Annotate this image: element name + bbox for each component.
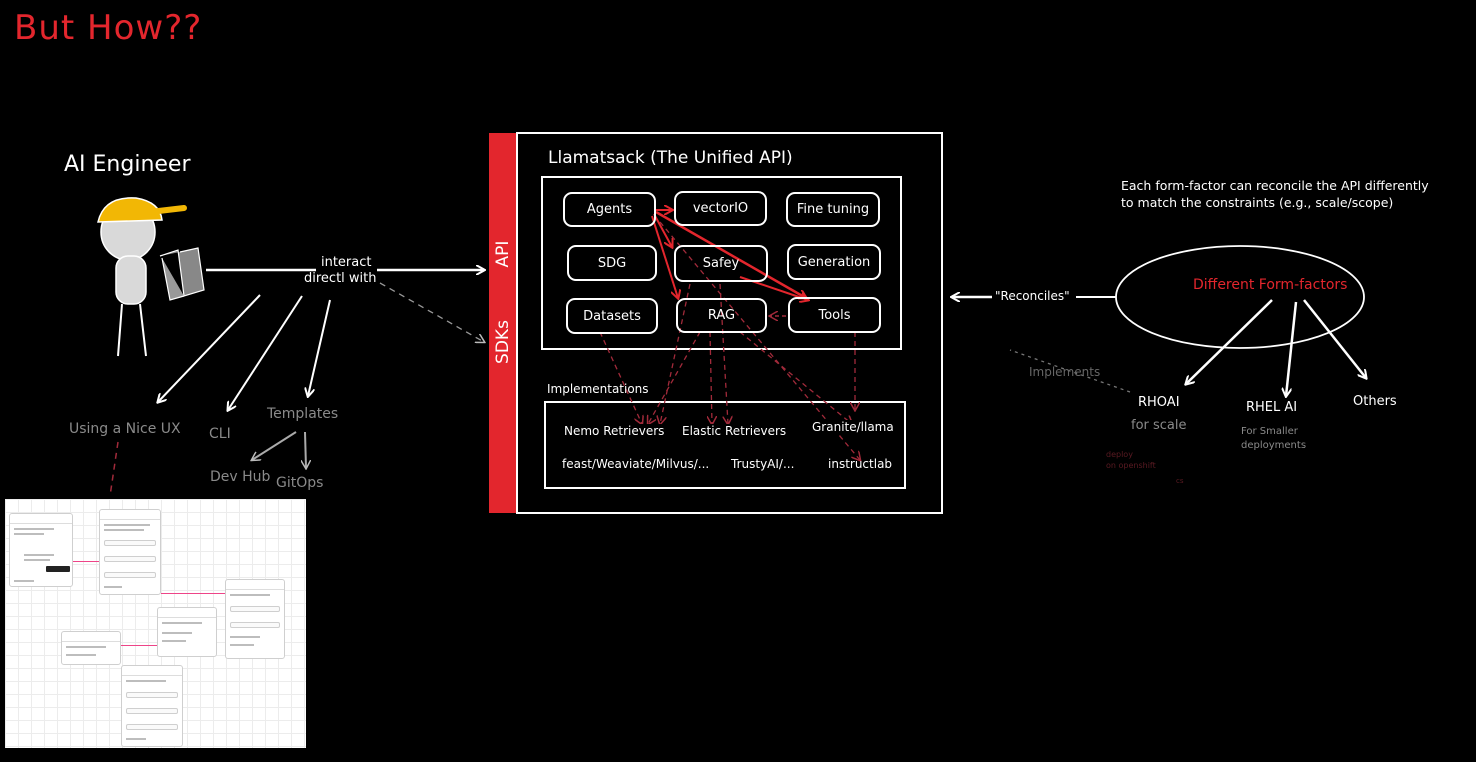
option-cli: CLI bbox=[209, 426, 231, 442]
stack-title: Llamatsack (The Unified API) bbox=[548, 148, 793, 168]
interact-label: interact directl with bbox=[304, 255, 377, 287]
impl-nemo-retrievers: Nemo Retrievers bbox=[564, 424, 665, 438]
option-nice-ux: Using a Nice UX bbox=[69, 421, 181, 437]
option-dev-hub: Dev Hub bbox=[210, 469, 271, 485]
ux-card bbox=[61, 631, 121, 665]
ux-card bbox=[157, 607, 217, 657]
page-title: But How?? bbox=[14, 8, 203, 48]
others-label: Others bbox=[1353, 394, 1397, 409]
api-grid-frame bbox=[541, 176, 902, 350]
api-node-sdg: SDG bbox=[567, 245, 657, 281]
llamastack-frame bbox=[516, 132, 943, 514]
rhelai-desc-line1: For Smaller bbox=[1241, 426, 1298, 437]
faint-note-line3: cs bbox=[1176, 477, 1184, 485]
option-templates: Templates bbox=[267, 406, 339, 422]
interact-label-line1: interact bbox=[320, 255, 372, 270]
ux-card bbox=[121, 665, 183, 747]
sdks-label: SDKs bbox=[493, 320, 513, 364]
impl-feast-weaviate-milvus: feast/Weaviate/Milvus/... bbox=[562, 457, 710, 471]
api-node-rag: RAG bbox=[676, 298, 767, 333]
rhelai-desc-line2: deployments bbox=[1241, 440, 1307, 451]
api-node-generation: Generation bbox=[787, 244, 881, 280]
form-factor-note-line2: to match the constraints (e.g., scale/sc… bbox=[1121, 195, 1394, 210]
rhoai-desc: for scale bbox=[1131, 418, 1187, 433]
api-node-fine-tuning: Fine tuning bbox=[786, 192, 880, 227]
ai-engineer-label: AI Engineer bbox=[64, 152, 191, 177]
nice-ux-screenshot bbox=[5, 499, 306, 748]
api-sdk-sidebar bbox=[489, 133, 517, 513]
form-factors-label: Different Form-factors bbox=[1193, 277, 1348, 293]
api-node-safety: Safey bbox=[674, 245, 768, 282]
ux-card bbox=[9, 513, 73, 587]
reconciles-label: "Reconciles" bbox=[995, 289, 1070, 303]
implements-label: Implements bbox=[1029, 365, 1101, 379]
faint-note-line2: on openshift bbox=[1106, 461, 1156, 470]
api-label: API bbox=[493, 240, 513, 268]
api-node-datasets: Datasets bbox=[566, 298, 658, 334]
api-node-tools: Tools bbox=[788, 297, 881, 333]
implementations-label: Implementations bbox=[547, 382, 649, 396]
implementations-frame bbox=[544, 401, 906, 489]
impl-trustyai: TrustyAI/... bbox=[731, 457, 795, 471]
rhoai-label: RHOAI bbox=[1138, 395, 1180, 410]
impl-granite-llama: Granite/llama bbox=[812, 420, 894, 434]
impl-elastic-retrievers: Elastic Retrievers bbox=[682, 424, 787, 438]
ux-card bbox=[99, 509, 161, 595]
ai-engineer-figure bbox=[97, 197, 205, 357]
rhelai-label: RHEL AI bbox=[1246, 400, 1298, 415]
faint-note-line1: deploy bbox=[1106, 450, 1133, 459]
impl-instructlab: instructlab bbox=[828, 457, 893, 471]
option-gitops: GitOps bbox=[276, 475, 324, 491]
api-node-vectorio: vectorIO bbox=[674, 191, 767, 226]
form-factor-note-line1: Each form-factor can reconcile the API d… bbox=[1121, 178, 1429, 193]
interact-label-line2: directl with bbox=[304, 271, 377, 286]
ux-card bbox=[225, 579, 285, 659]
api-node-agents: Agents bbox=[563, 192, 656, 227]
